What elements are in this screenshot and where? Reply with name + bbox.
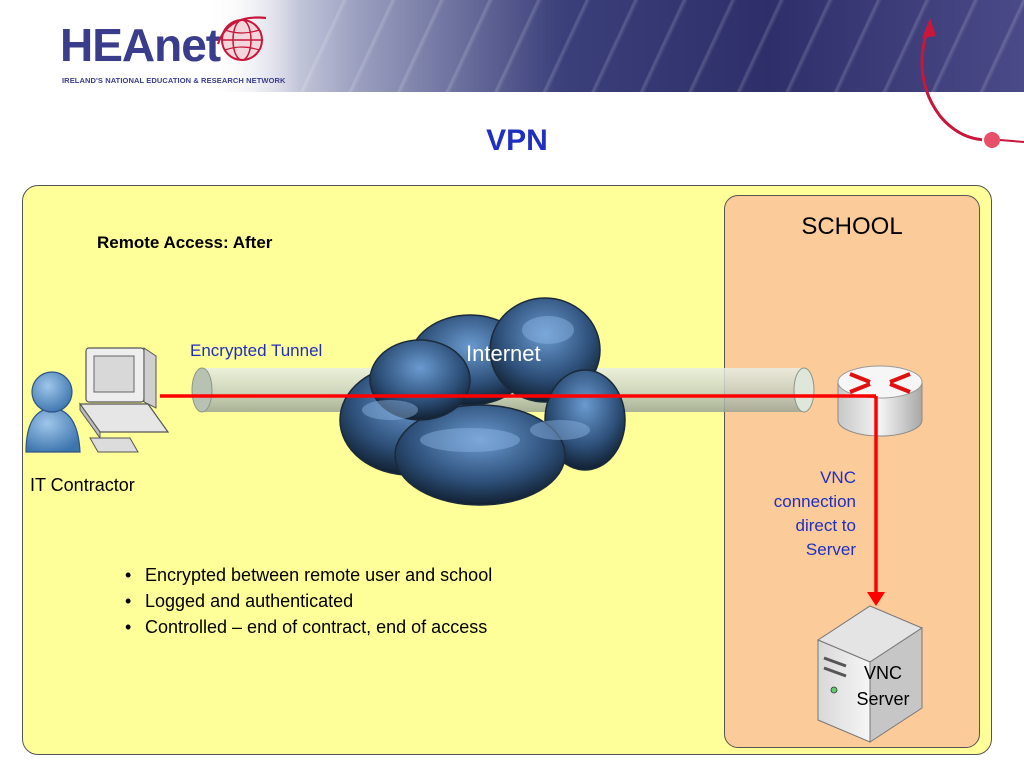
bullet-item: Controlled – end of contract, end of acc… [125, 614, 492, 640]
school-label: SCHOOL [801, 213, 903, 240]
vnc-connection-line: direct to [795, 516, 856, 535]
slide-title: VPN [486, 124, 548, 157]
contractor-label: IT Contractor [30, 475, 135, 495]
tunnel-label: Encrypted Tunnel [190, 341, 323, 360]
server-icon [816, 605, 924, 743]
bullet-list: Encrypted between remote user and school… [125, 562, 492, 640]
diagram-subtitle: Remote Access: After [97, 233, 273, 252]
vnc-connection-line: connection [773, 492, 856, 511]
logo-text: HEAnet [60, 19, 221, 71]
vnc-connection-line: Server [805, 540, 856, 559]
router-icon [837, 365, 923, 437]
bullet-item: Encrypted between remote user and school [125, 562, 492, 588]
cloud-icon [339, 297, 626, 506]
globe-logo-icon [216, 16, 267, 61]
banner-decoration [300, 0, 1024, 92]
server-label: VNC Server [838, 660, 928, 712]
server-label-line: VNC [863, 663, 902, 683]
logo-tagline: IRELAND'S NATIONAL EDUCATION & RESEARCH … [62, 76, 286, 85]
user-computer-icon [25, 347, 170, 453]
server-label-line: Server [856, 689, 910, 709]
bullet-item: Logged and authenticated [125, 588, 492, 614]
swoosh-logo-icon [920, 18, 1024, 150]
red-connection-line [160, 394, 878, 595]
internet-label: Internet [466, 341, 541, 366]
vnc-connection-line: VNC [820, 468, 856, 487]
cloud-highlights [362, 316, 590, 452]
vnc-connection-label: VNC connection direct to Server [730, 466, 856, 562]
red-arrow [867, 592, 885, 606]
